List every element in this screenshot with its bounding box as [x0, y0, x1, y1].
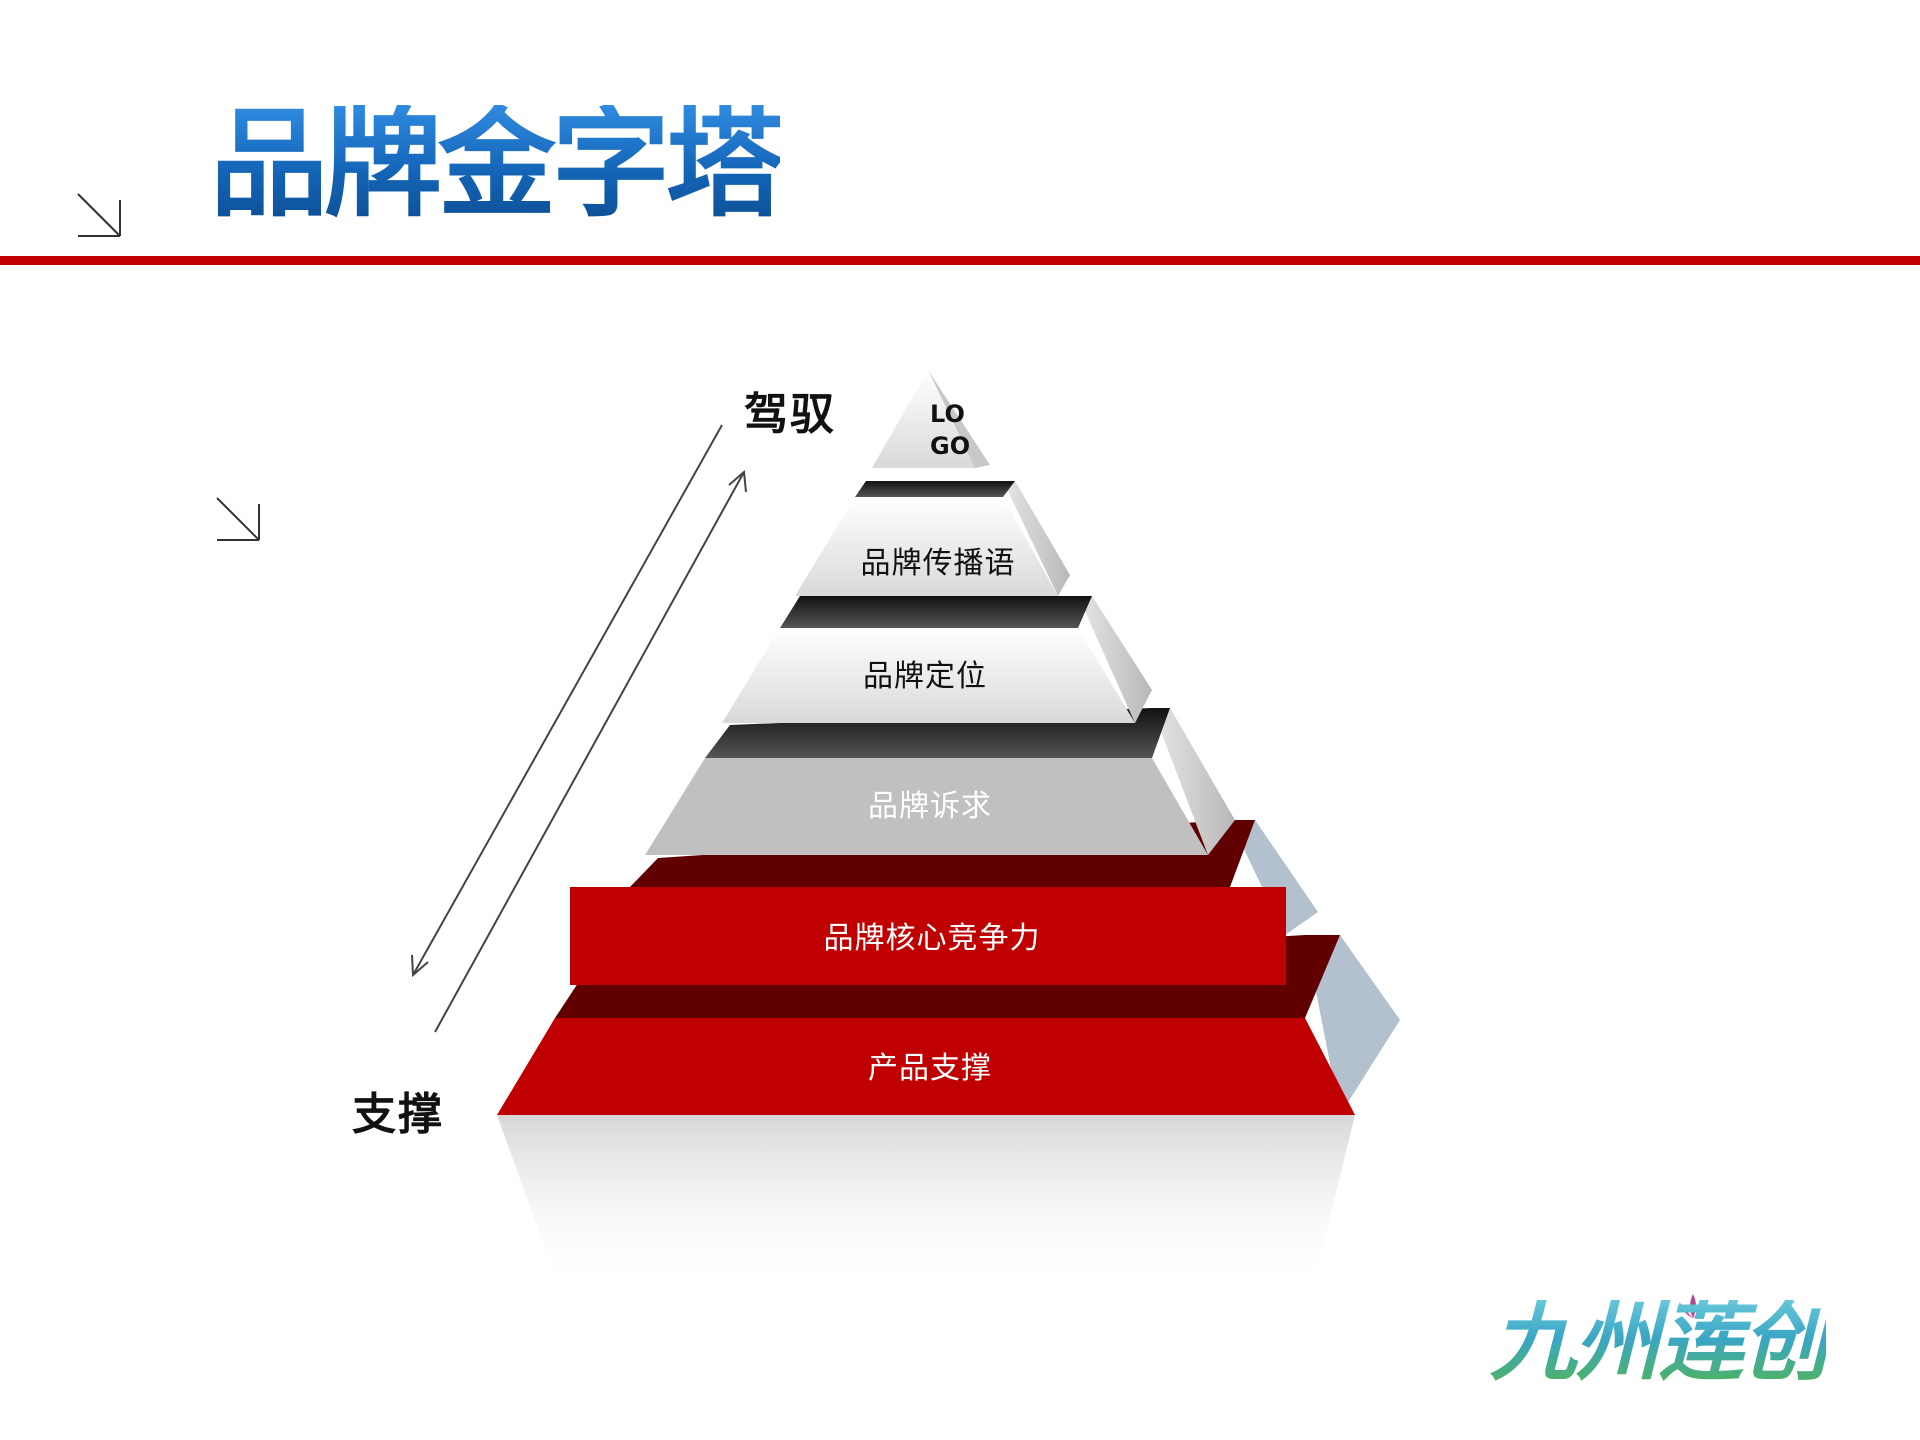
layer-side — [1305, 935, 1400, 1115]
drive-label: 驾驭 — [744, 389, 836, 440]
layer-side — [1003, 481, 1070, 596]
corner-arrow-icon — [213, 494, 265, 546]
layer-side — [1078, 596, 1152, 723]
up-arrow-head — [728, 469, 747, 493]
layer-front — [722, 628, 1135, 723]
layer-label-appeal: 品牌诉求 — [868, 789, 992, 824]
slide-title: 品牌金字塔 — [210, 95, 784, 233]
layer-front — [497, 1018, 1355, 1115]
layer-label-product-support: 产品支撑 — [868, 1051, 992, 1086]
layer-side — [1152, 708, 1235, 855]
layer-side — [928, 370, 990, 468]
brand-logo-text: 九州莲创 — [1490, 1293, 1828, 1393]
down-arrow — [412, 424, 723, 976]
layer-front — [645, 758, 1208, 855]
layer-label-core-competitiveness: 品牌核心竞争力 — [823, 921, 1041, 956]
pyramid-reflection — [497, 1115, 1355, 1290]
corner-arrow-icon — [74, 190, 126, 242]
layer-top — [780, 596, 1092, 628]
up-arrow — [434, 471, 745, 1033]
down-arrow-head — [411, 954, 429, 978]
layer-label-positioning: 品牌定位 — [863, 659, 987, 694]
title-divider — [0, 256, 1920, 265]
layer-front — [570, 887, 1286, 985]
layer-label-slogan: 品牌传播语 — [860, 546, 1016, 581]
layer-front — [795, 497, 1058, 596]
lotus-icon — [1679, 1294, 1707, 1318]
support-label: 支撑 — [352, 1089, 444, 1140]
layer-top — [855, 481, 1015, 497]
layer-side — [1230, 820, 1318, 935]
layer-front — [872, 370, 975, 468]
